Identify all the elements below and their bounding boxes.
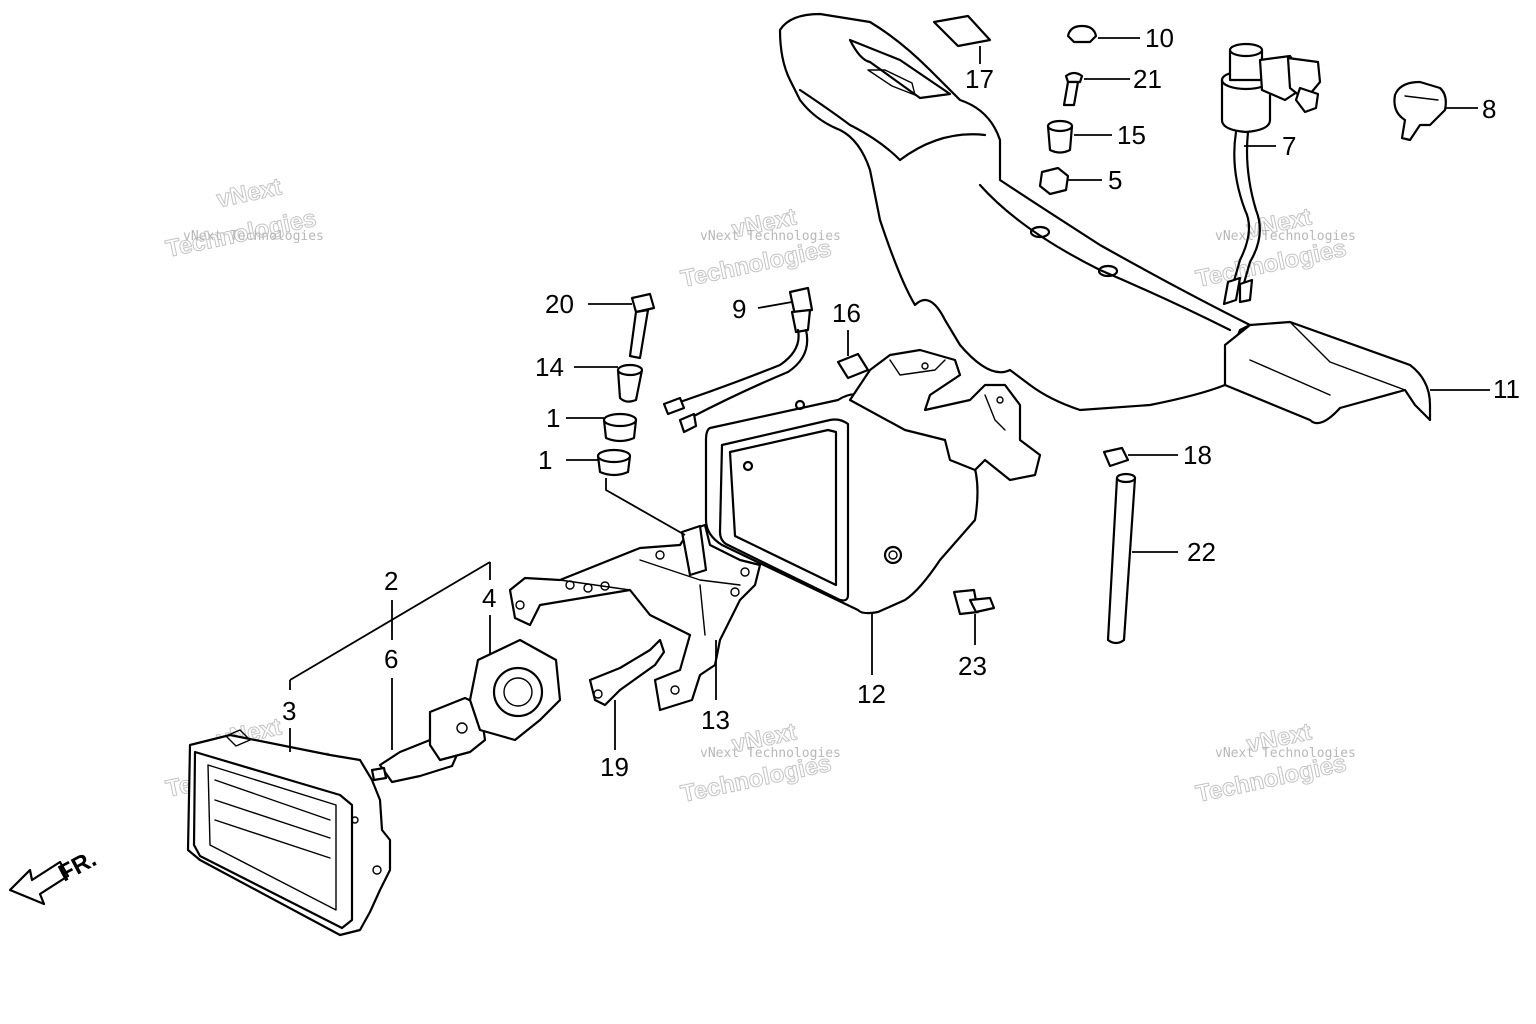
key-drawing xyxy=(1393,80,1447,142)
bulb-drawing xyxy=(370,696,487,784)
watermark-line-a: vNext xyxy=(214,173,284,213)
callout-5: 5 xyxy=(1108,165,1122,195)
bracket-drawing xyxy=(508,523,762,712)
callout-10: 10 xyxy=(1145,23,1174,53)
callout-1a: 1 xyxy=(546,403,560,433)
callout-13: 13 xyxy=(701,705,730,735)
hardware-drawing xyxy=(932,14,1098,196)
callout-23: 23 xyxy=(958,651,987,681)
hose-drawing xyxy=(1102,446,1137,645)
headlight-unit-drawing xyxy=(186,729,392,937)
callout-15: 15 xyxy=(1117,120,1146,150)
bulb-socket-drawing xyxy=(468,638,562,742)
callout-1b: 1 xyxy=(538,445,552,475)
watermark-small-1: vNext Technologies xyxy=(183,229,324,244)
watermark-small-5: vNext Technologies xyxy=(700,746,841,761)
callout-9: 9 xyxy=(732,294,746,324)
callout-4: 4 xyxy=(482,583,496,613)
callout-19: 19 xyxy=(600,752,629,782)
bolt-23-drawing xyxy=(952,588,996,616)
callout-22: 22 xyxy=(1187,537,1216,567)
callout-21: 21 xyxy=(1133,64,1162,94)
callout-3: 3 xyxy=(282,696,296,726)
socket-drawing xyxy=(662,286,870,434)
watermark-small-2: vNext Technologies xyxy=(700,229,841,244)
callout-20: 20 xyxy=(545,289,574,319)
handlebar-cover-drawing xyxy=(778,12,1432,425)
callout-14: 14 xyxy=(535,352,564,382)
callout-7: 7 xyxy=(1282,131,1296,161)
callout-2: 2 xyxy=(384,566,398,596)
front-direction-indicator: FR. xyxy=(8,845,101,906)
callout-8: 8 xyxy=(1482,94,1496,124)
watermark-small-3: vNext Technologies xyxy=(1215,229,1356,244)
watermark-group-1: vNext Technologies xyxy=(163,173,319,264)
callout-6: 6 xyxy=(384,644,398,674)
callout-18: 18 xyxy=(1183,440,1212,470)
front-arrow-icon xyxy=(8,860,70,906)
callout-12: 12 xyxy=(857,679,886,709)
callout-11: 11 xyxy=(1493,374,1520,404)
callout-17: 17 xyxy=(965,64,994,94)
watermark-small-6: vNext Technologies xyxy=(1215,746,1356,761)
headlight-case-drawing xyxy=(704,348,1042,615)
watermark-group-3: vNext Technologies xyxy=(1193,203,1349,294)
ignition-switch-drawing xyxy=(1220,42,1322,306)
callout-numbers: 17 10 21 15 5 7 8 11 18 22 23 12 13 19 1… xyxy=(282,23,1520,782)
callout-16: 16 xyxy=(832,298,861,328)
bolt-stack-drawing xyxy=(596,292,656,477)
watermark-group-2: vNext Technologies xyxy=(678,203,834,294)
leader-lines xyxy=(289,37,1490,752)
